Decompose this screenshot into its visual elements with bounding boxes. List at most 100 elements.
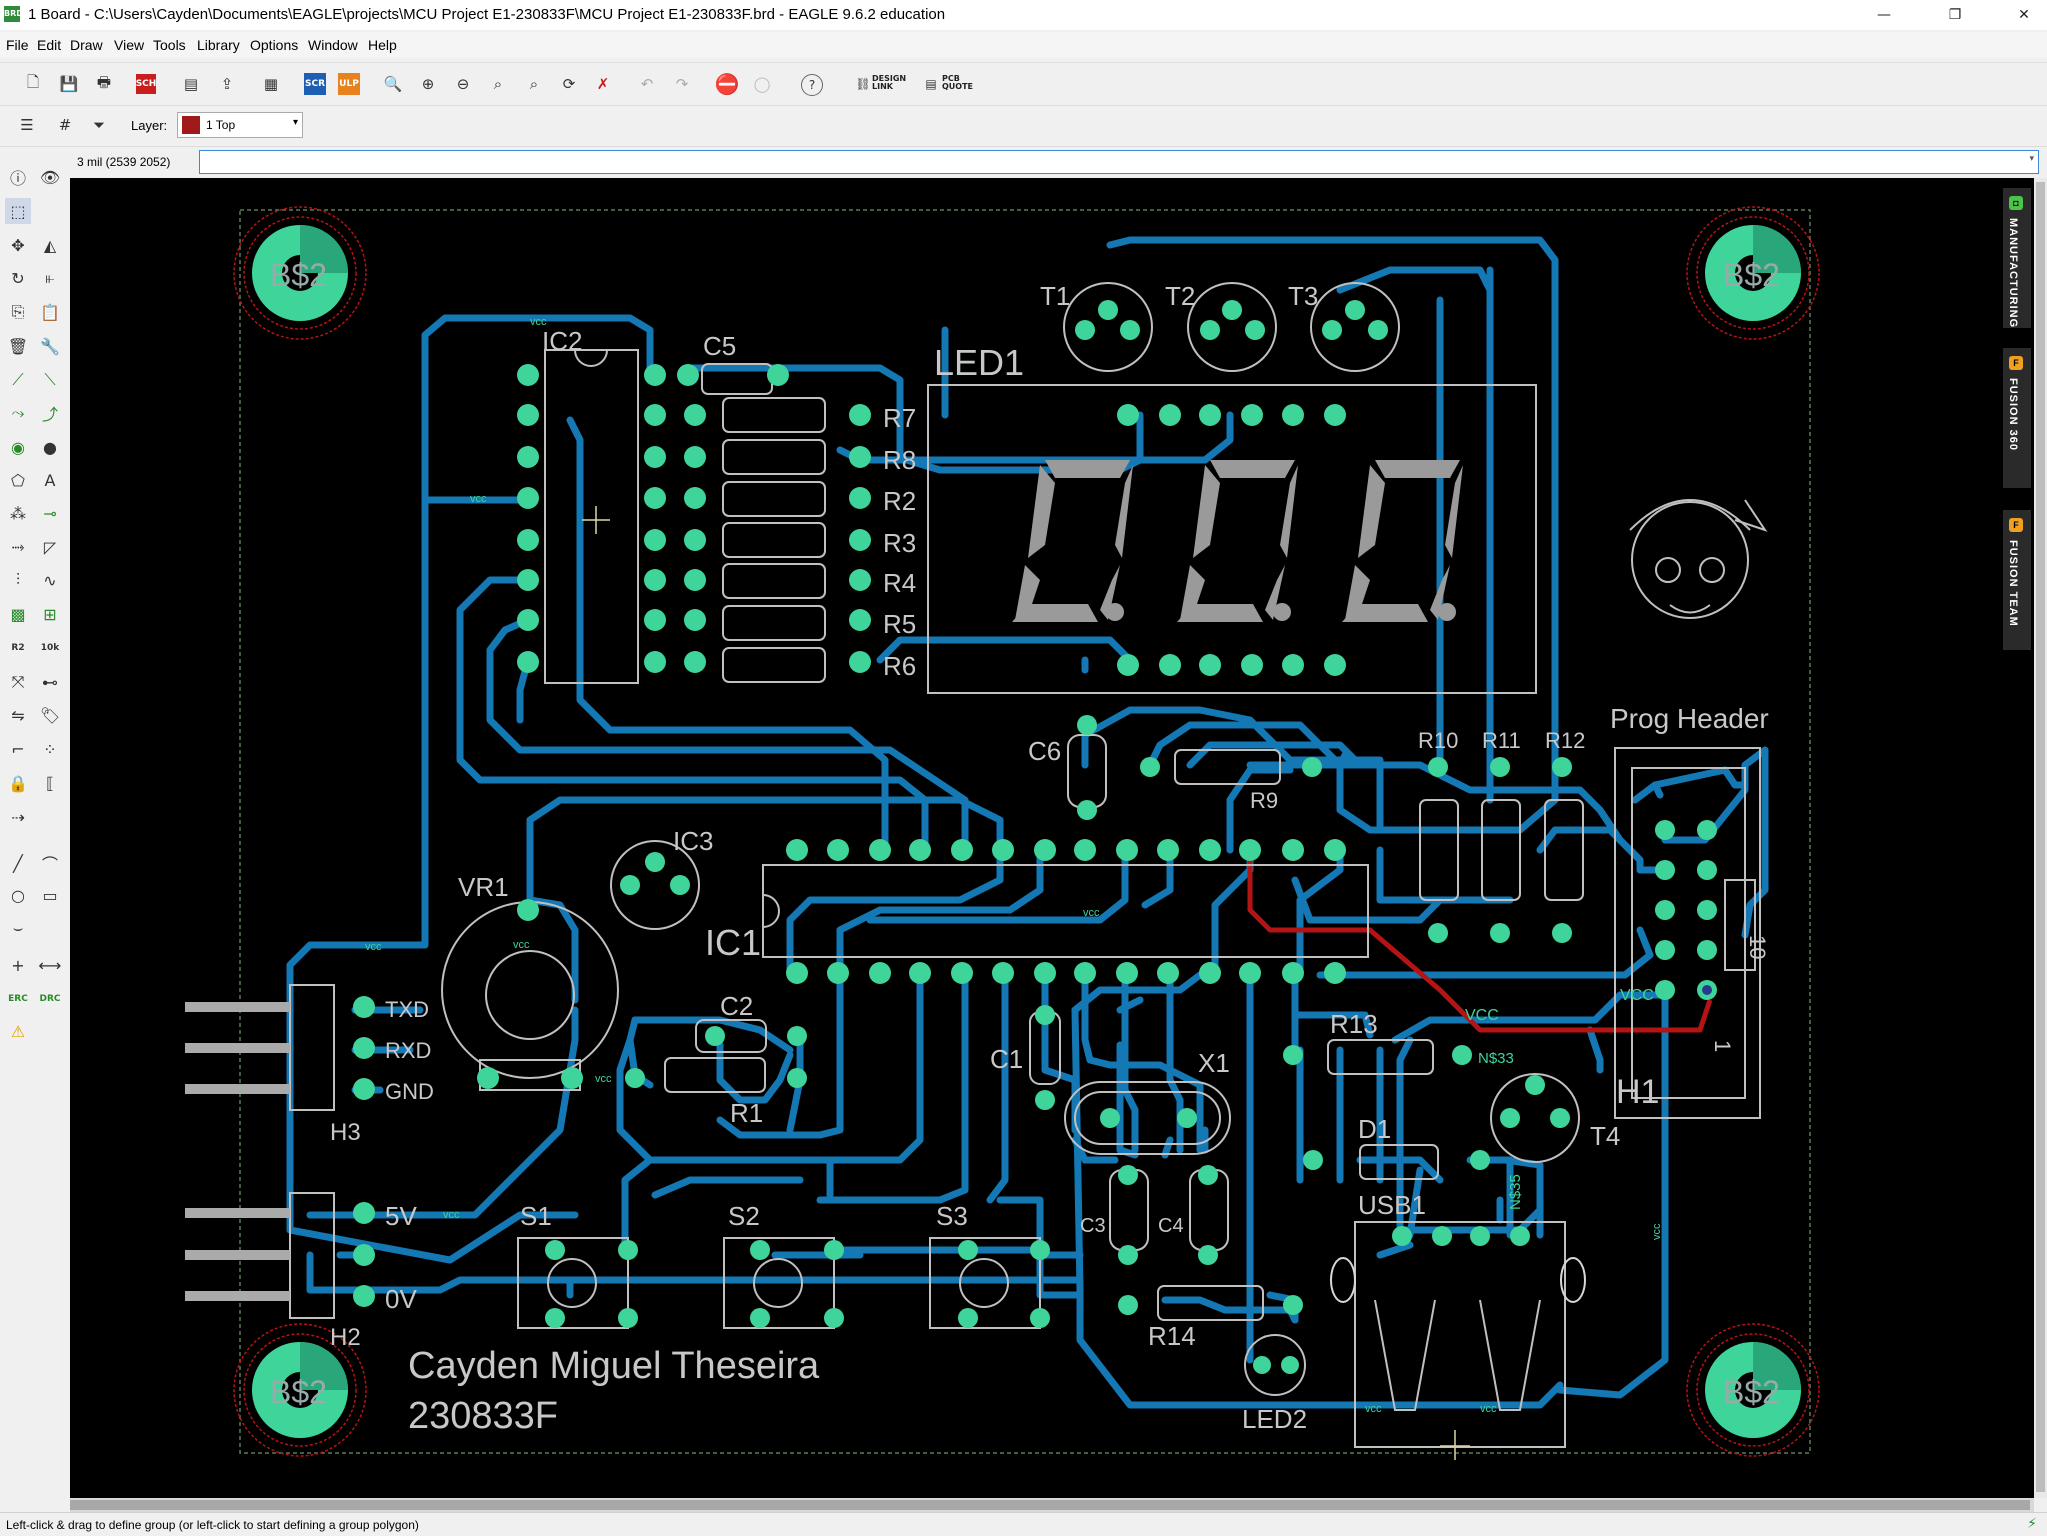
layer-select[interactable]: 1 Top ▾	[177, 112, 303, 138]
align-icon[interactable]: ⫦	[45, 268, 55, 287]
redraw-icon[interactable]: ⟳	[562, 75, 576, 93]
tag-icon[interactable]: 🏷	[39, 705, 61, 725]
dimension-dots-icon[interactable]: ⁘	[43, 739, 57, 759]
pad-icon[interactable]: ●	[43, 437, 57, 457]
lock-icon[interactable]: 🔒	[8, 773, 28, 793]
lightning-icon[interactable]: ⚡	[2027, 1516, 2037, 1532]
move-icon[interactable]: ✥	[11, 235, 25, 255]
smash-icon[interactable]: ⤧	[11, 672, 25, 691]
drc-icon[interactable]: DRC	[39, 994, 61, 1004]
vertical-scrollbar[interactable]	[2034, 178, 2047, 1498]
cam-processor-icon[interactable]: ▤	[183, 75, 199, 93]
menu-library[interactable]: Library	[197, 37, 240, 53]
menu-draw[interactable]: Draw	[70, 37, 103, 53]
zoom-in-icon[interactable]: ⊕	[421, 75, 435, 93]
panel-tab-fusion-team[interactable]: F FUSION TEAM	[2003, 510, 2031, 650]
name-icon[interactable]: R2	[11, 643, 25, 653]
maximize-button[interactable]: ❐	[1948, 7, 1962, 23]
route-icon[interactable]: ⟋	[12, 370, 24, 389]
arc-icon[interactable]: ⌒	[41, 855, 58, 874]
pcb-quote-button[interactable]: PCB QUOTE	[942, 74, 974, 91]
mirror-icon[interactable]: ◭	[43, 235, 57, 255]
replace-icon[interactable]: ⊞	[43, 604, 57, 624]
redo-icon[interactable]: ↷	[675, 75, 689, 93]
save-icon[interactable]: 💾	[59, 75, 79, 93]
run-script-button[interactable]: SCR	[304, 73, 326, 95]
group-bracket-icon[interactable]: ⟦	[46, 773, 54, 793]
menu-edit[interactable]: Edit	[37, 37, 62, 53]
panel-tab-manufacturing[interactable]: ◘ MANUFACTURING	[2003, 188, 2031, 328]
help-button[interactable]: ?	[801, 74, 823, 96]
wave-icon[interactable]: ∿	[43, 570, 57, 590]
zoom-area-icon[interactable]: ⌕	[529, 75, 539, 93]
menu-tools[interactable]: Tools	[153, 37, 186, 53]
polygon-icon[interactable]: ⬠	[11, 470, 25, 490]
export-icon[interactable]: ⇪	[220, 75, 234, 93]
line-icon[interactable]: ╱	[13, 853, 23, 873]
menu-help[interactable]: Help	[368, 37, 397, 53]
circle-icon[interactable]: ○	[11, 885, 25, 905]
text-icon[interactable]: A	[44, 470, 56, 490]
chevron-down-icon[interactable]: ▾	[2029, 154, 2034, 164]
new-file-icon[interactable]: 🗋	[26, 72, 40, 91]
undo-icon[interactable]: ↶	[640, 75, 654, 93]
warning-icon[interactable]: ⚠	[10, 1021, 26, 1041]
measure-icon[interactable]: ⟷	[38, 955, 62, 975]
ratsnest-tool-icon[interactable]: ⁂	[10, 503, 26, 523]
menu-view[interactable]: View	[114, 37, 145, 53]
close-button[interactable]: ✕	[2018, 7, 2030, 23]
command-input[interactable]: ▾	[199, 150, 2039, 174]
zoom-fit-icon[interactable]: 🔍	[383, 75, 403, 93]
pcb-layout[interactable]: B$2 B$2 B$2	[70, 178, 2034, 1498]
horizontal-scroll-thumb[interactable]	[70, 1500, 2030, 1510]
ripup-icon[interactable]: ⟍	[44, 370, 56, 389]
layer-settings-icon[interactable]: ☰	[20, 116, 34, 134]
filter-icon[interactable]: ⏷	[92, 116, 105, 134]
schematic-switch-button[interactable]: SCH	[136, 74, 156, 94]
value-icon[interactable]: 10k	[40, 643, 60, 653]
miter-icon[interactable]: ◸	[43, 537, 57, 557]
info-icon[interactable]: ⓘ	[9, 169, 26, 188]
go-icon[interactable]: ◯	[753, 75, 771, 93]
copy-icon[interactable]: ⎘	[11, 302, 25, 321]
design-link-icon[interactable]: ⛓	[855, 77, 871, 91]
paste-icon[interactable]: 📋	[40, 302, 60, 322]
ratsnest-icon[interactable]: ✗	[596, 75, 610, 93]
pcb-quote-icon[interactable]: ▤	[925, 77, 937, 91]
menu-window[interactable]: Window	[308, 37, 358, 53]
zoom-out-icon[interactable]: ⊖	[456, 75, 470, 93]
print-icon[interactable]: 🖶	[96, 72, 112, 91]
spline-icon[interactable]: ⌣	[12, 918, 24, 937]
board-canvas[interactable]: B$2 B$2 B$2	[70, 178, 2034, 1498]
run-ulp-button[interactable]: ULP	[338, 73, 360, 95]
delete-icon[interactable]: 🗑	[7, 336, 29, 356]
menu-file[interactable]: File	[6, 37, 29, 53]
via-icon[interactable]: ◉	[11, 437, 25, 457]
optimize-icon[interactable]: ⌐	[11, 739, 25, 759]
stop-icon[interactable]: ⛔	[714, 72, 740, 96]
swap-icon[interactable]: ⇋	[11, 705, 25, 725]
show-icon[interactable]: 👁	[39, 167, 61, 187]
minimize-button[interactable]: —	[1877, 7, 1891, 23]
group-select-icon[interactable]: ⬚	[5, 198, 31, 224]
fanout-icon[interactable]: ⤳	[11, 403, 25, 422]
horizontal-scrollbar[interactable]	[70, 1498, 2034, 1512]
airwire-icon[interactable]: ⊸	[43, 503, 57, 523]
route-multiple-icon[interactable]: ⤴	[41, 405, 58, 424]
menu-options[interactable]: Options	[250, 37, 299, 53]
design-link-button[interactable]: DESIGN LINK	[872, 74, 907, 91]
vertical-scroll-thumb[interactable]	[2036, 182, 2045, 1492]
zoom-select-icon[interactable]: ⌕	[493, 75, 503, 93]
library-manager-icon[interactable]: ▦	[263, 75, 279, 93]
erc-icon[interactable]: ERC	[8, 994, 28, 1004]
rotate-icon[interactable]: ↻	[11, 268, 25, 288]
split-icon[interactable]: ⤑	[11, 537, 25, 556]
grid-icon[interactable]: #	[58, 116, 72, 134]
meander-icon[interactable]: ⫶	[15, 570, 20, 589]
attribute-icon[interactable]: ⊷	[42, 672, 58, 692]
rectangle-icon[interactable]: ▭	[42, 885, 58, 905]
split-line-icon[interactable]: ⇢	[11, 807, 25, 827]
mark-icon[interactable]: +	[11, 955, 25, 975]
panel-tab-fusion-360[interactable]: F FUSION 360	[2003, 348, 2031, 488]
add-part-icon[interactable]: ▩	[10, 604, 26, 624]
